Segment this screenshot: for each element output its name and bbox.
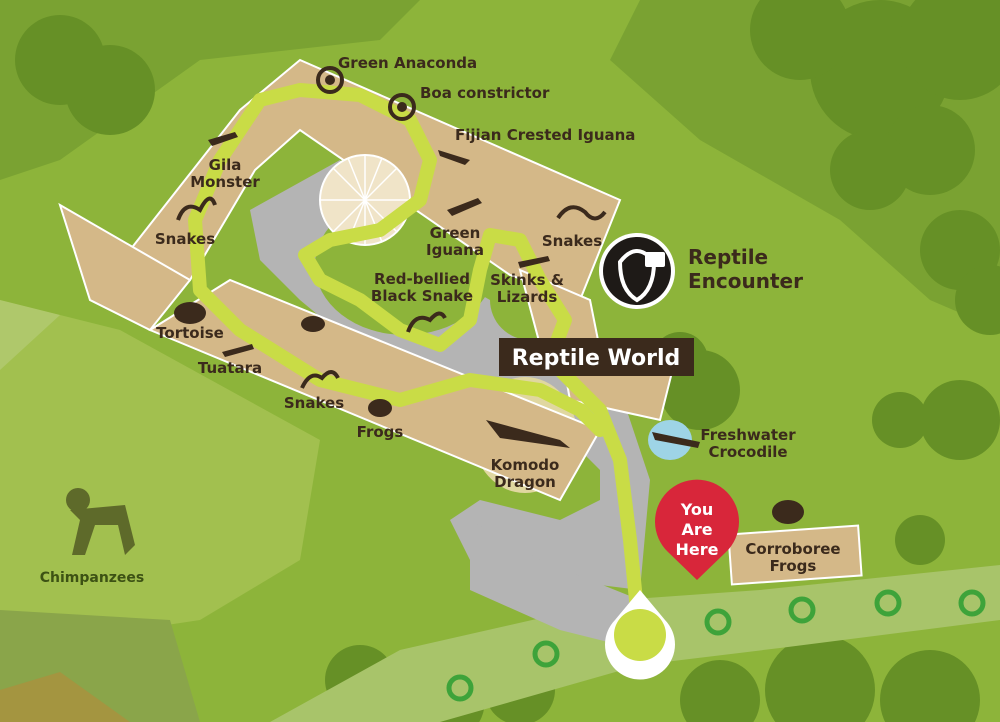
tree-clusters <box>15 0 1000 722</box>
svg-text:Are: Are <box>681 520 712 539</box>
crocodile-icon <box>652 432 700 448</box>
map-title: Reptile World <box>512 346 681 371</box>
label-boa-constrictor: Boa constrictor <box>420 84 550 102</box>
label-chimpanzees: Chimpanzees <box>40 570 145 586</box>
gila-monster-icon <box>208 132 238 146</box>
label-green-anaconda: Green Anaconda <box>338 54 477 72</box>
chimpanzee-icon <box>66 488 135 555</box>
label-komodo-1: Komodo <box>491 456 560 474</box>
snake-icon-bottom <box>300 370 340 389</box>
you-are-here-pin: You Are Here <box>655 479 740 580</box>
label-croc-1: Freshwater <box>700 426 796 444</box>
title-box <box>499 338 694 376</box>
svg-text:Here: Here <box>676 540 719 559</box>
svg-text:You: You <box>680 500 714 519</box>
tortoise-icon-2 <box>301 316 325 332</box>
skink-icon <box>518 256 550 268</box>
chimpanzee-enclosure <box>0 300 320 650</box>
komodo-icon <box>486 420 570 448</box>
label-green-iguana-1: Green <box>430 224 481 242</box>
corroboree-house <box>727 524 863 586</box>
boa-icon <box>388 93 416 121</box>
walkway-rings <box>446 589 986 702</box>
visitor-path <box>188 83 647 647</box>
label-skinks-1: Skinks & <box>490 271 564 289</box>
paved-area-lower <box>470 520 640 650</box>
green-iguana-icon <box>447 198 482 216</box>
corroboree-frog-icon <box>772 500 804 524</box>
label-encounter-2: Encounter <box>688 269 803 293</box>
label-red-bellied-2: Black Snake <box>371 287 473 305</box>
label-red-bellied-1: Red-bellied <box>374 270 470 288</box>
label-komodo-2: Dragon <box>494 473 556 491</box>
label-fijian-iguana: Fijian Crested Iguana <box>455 126 635 144</box>
entrance-marker <box>605 590 675 680</box>
black-snake-icon <box>406 311 447 333</box>
walkway-stripe <box>0 672 130 722</box>
anaconda-icon <box>316 66 344 94</box>
label-corroboree-2: Frogs <box>770 557 817 575</box>
encounter-badge <box>599 233 675 309</box>
label-gila-1: Gila <box>209 156 242 174</box>
frog-icon <box>368 399 392 417</box>
grass-patch-top-left <box>0 0 420 180</box>
label-snakes-left: Snakes <box>155 230 215 248</box>
label-croc-2: Crocodile <box>708 443 787 461</box>
label-corroboree-1: Corroboree <box>745 540 840 558</box>
label-snakes-right: Snakes <box>542 232 602 250</box>
snake-icon-right <box>556 205 607 221</box>
label-snakes-bottom: Snakes <box>284 394 344 412</box>
label-frogs: Frogs <box>357 423 404 441</box>
chimp-hatch-area <box>0 300 60 370</box>
label-encounter-1: Reptile <box>688 245 768 269</box>
label-skinks-2: Lizards <box>497 288 558 306</box>
fijian-iguana-icon <box>438 150 470 165</box>
tuatara-icon <box>222 344 254 357</box>
label-tuatara: Tuatara <box>198 359 262 377</box>
label-green-iguana-2: Iguana <box>426 241 484 259</box>
label-tortoise: Tortoise <box>156 324 224 342</box>
tortoise-icon-1 <box>174 302 206 324</box>
label-gila-2: Monster <box>190 173 260 191</box>
snake-icon-left <box>176 196 217 221</box>
